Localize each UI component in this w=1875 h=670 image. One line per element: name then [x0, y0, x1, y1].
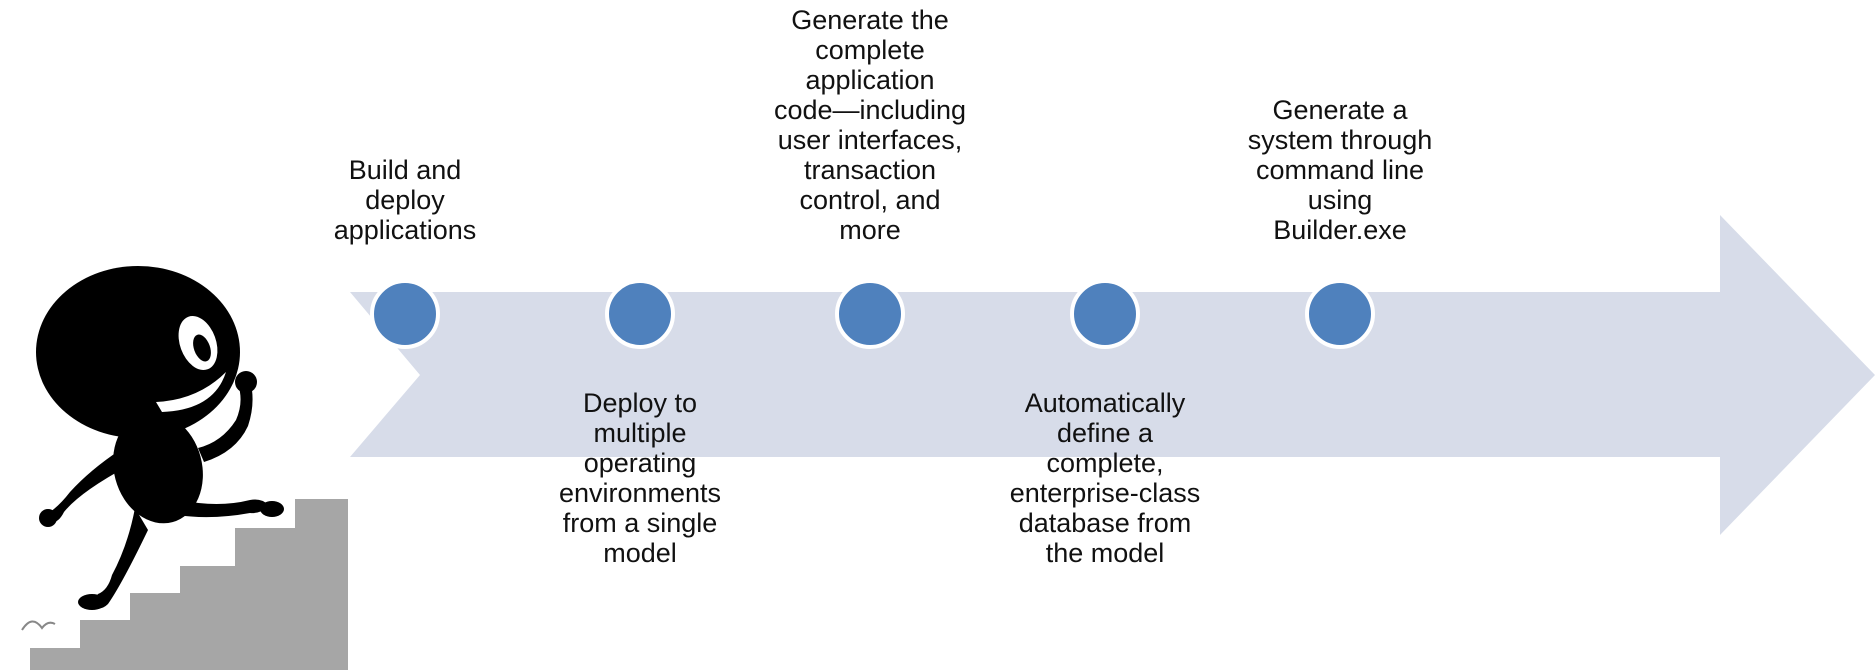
climbing-stairs-figure-icon	[21, 266, 284, 631]
label-line: Generate a	[1272, 95, 1408, 125]
label-line: operating	[583, 448, 697, 478]
label-line: command line	[1255, 155, 1425, 185]
stairs	[30, 499, 348, 670]
label-line: model	[603, 538, 677, 568]
label-line: control, and	[799, 185, 941, 215]
label-line: Automatically	[1024, 388, 1186, 418]
label-line: complete	[815, 35, 925, 65]
label-line: Builder.exe	[1273, 215, 1407, 245]
label-line: from a single	[562, 508, 718, 538]
timeline-node-3	[835, 279, 905, 349]
label-line: transaction	[803, 155, 937, 185]
label-line: using	[1307, 185, 1373, 215]
label-line: system through	[1247, 125, 1433, 155]
label-line: define a	[1056, 418, 1154, 448]
timeline-arrow	[350, 215, 1875, 535]
label-line: multiple	[593, 418, 687, 448]
timeline-node-4	[1070, 279, 1140, 349]
timeline-node-1	[370, 279, 440, 349]
label-line: code—including	[773, 95, 967, 125]
label-line: Generate the	[791, 5, 949, 35]
label-line: database from	[1018, 508, 1192, 538]
label-line: the model	[1045, 538, 1165, 568]
label-line: Build and	[348, 155, 462, 185]
label-line: user interfaces,	[777, 125, 963, 155]
label-line: deploy	[365, 185, 445, 215]
label-line: more	[839, 215, 901, 245]
timeline-node-2	[605, 279, 675, 349]
label-line: Deploy to	[582, 388, 698, 418]
timeline-node-5	[1305, 279, 1375, 349]
label-line: environments	[558, 478, 722, 508]
label-line: enterprise-class	[1009, 478, 1201, 508]
label-line: application	[805, 65, 935, 95]
label-line: applications	[333, 215, 477, 245]
timeline-nodes	[370, 279, 1375, 349]
label-line: complete,	[1046, 448, 1164, 478]
